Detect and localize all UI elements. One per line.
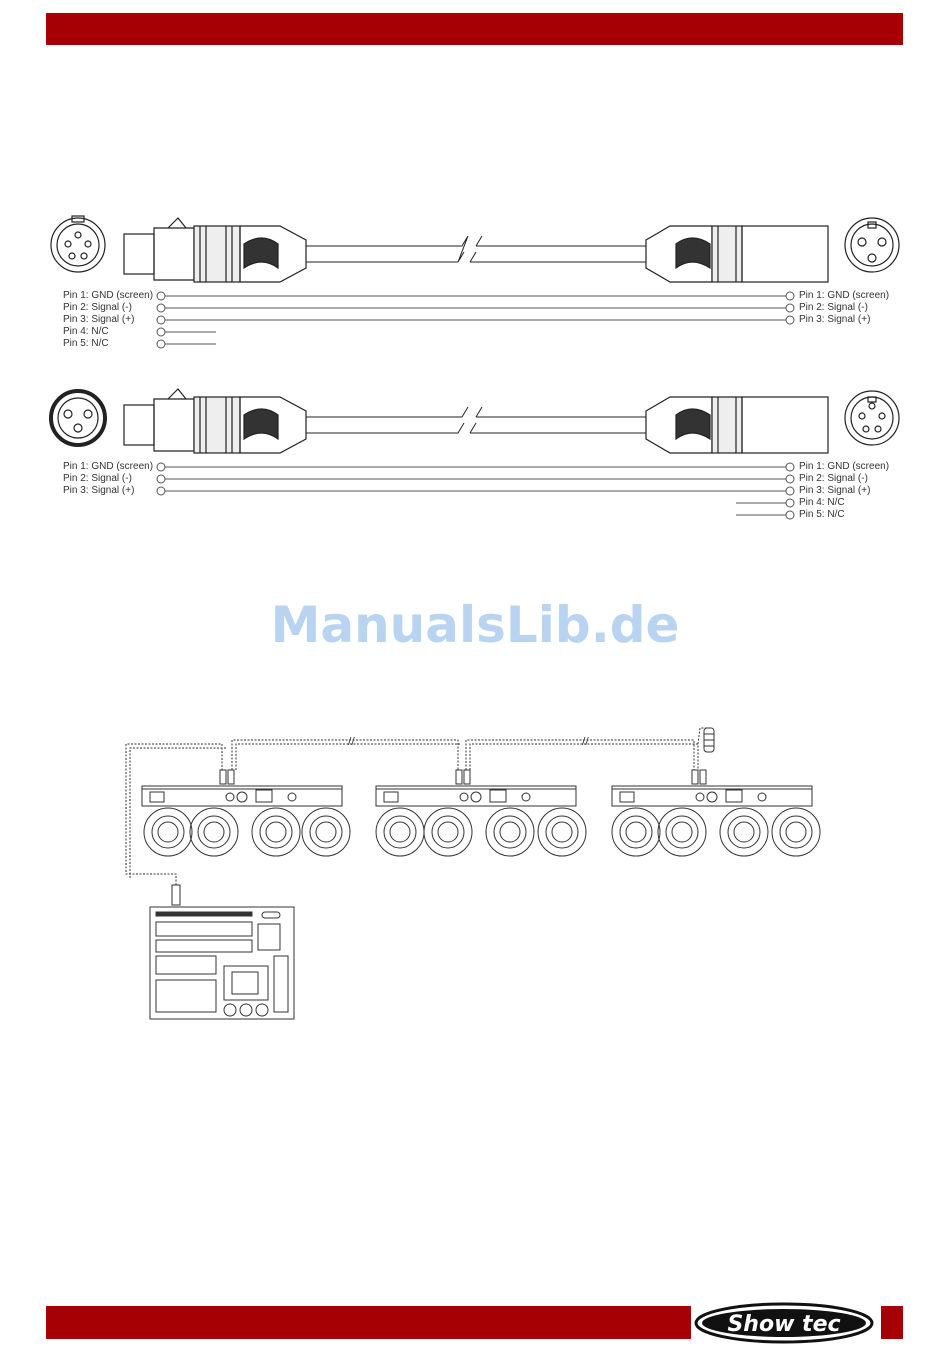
xlr-male-plug-icon-2: [646, 397, 828, 453]
pin-label-left-2: Pin 2: Signal (-): [63, 473, 132, 485]
pin-label-left-1: Pin 1: GND (screen): [63, 461, 153, 473]
xlr-3pin-female-face-icon: [51, 391, 105, 445]
footer-bar: [46, 1306, 691, 1339]
showtec-logo: Show tec: [694, 1302, 878, 1344]
watermark: ManualsLib.de: [0, 596, 950, 654]
xlr-male-plug-icon: [646, 226, 828, 282]
dmx-controller-icon: [150, 885, 294, 1019]
fixture-bar-1: [142, 770, 350, 856]
cable-line: [306, 236, 646, 262]
svg-text://: //: [582, 736, 589, 747]
pin-label-right-4: Pin 4: N/C: [799, 497, 845, 509]
pin-label-right-3: Pin 3: Signal (+): [799, 485, 870, 497]
pin-label-left-3: Pin 3: Signal (+): [63, 314, 134, 326]
pin-label-right-3: Pin 3: Signal (+): [799, 314, 870, 326]
xlr-3pin-male-face-icon: [845, 218, 899, 272]
xlr-5pin-male-face-icon: [845, 391, 899, 445]
pin-wires-2: [157, 463, 794, 519]
xlr-female-plug-icon-2: [124, 389, 306, 453]
pin-label-left-5: Pin 5: N/C: [63, 338, 109, 350]
svg-text://: //: [348, 736, 355, 747]
xlr-female-plug-icon: [124, 218, 306, 282]
pin-label-left-3: Pin 3: Signal (+): [63, 485, 134, 497]
pin-label-right-1: Pin 1: GND (screen): [799, 461, 889, 473]
pin-label-left-2: Pin 2: Signal (-): [63, 302, 132, 314]
pin-label-left-4: Pin 4: N/C: [63, 326, 109, 338]
fixture-bar-2: [376, 770, 586, 856]
pin-wires-1: [157, 292, 794, 348]
cable-line-2: [306, 407, 646, 433]
pin-label-right-5: Pin 5: N/C: [799, 509, 845, 521]
dmx-chain-diagram: // //: [126, 728, 820, 1019]
footer-bar-tail: [881, 1306, 903, 1339]
svg-text:Show tec: Show tec: [727, 1312, 840, 1337]
pin-label-right-2: Pin 2: Signal (-): [799, 302, 868, 314]
xlr-5pin-female-face-icon: [51, 216, 105, 272]
pin-label-right-1: Pin 1: GND (screen): [799, 290, 889, 302]
pin-label-left-1: Pin 1: GND (screen): [63, 290, 153, 302]
pin-label-right-2: Pin 2: Signal (-): [799, 473, 868, 485]
fixture-bar-3: [612, 770, 820, 856]
